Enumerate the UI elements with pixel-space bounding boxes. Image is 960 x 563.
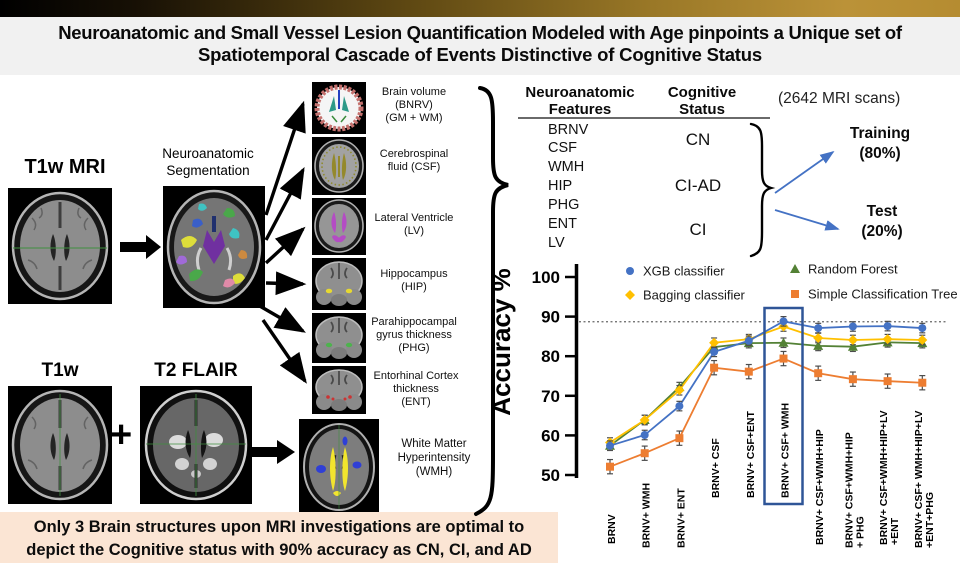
segmentation-label: Neuroanatomic Segmentation [162, 146, 254, 178]
status-cn: CN [685, 130, 711, 149]
feature-item-phg: PHG [548, 197, 580, 213]
features-column-header: Neuroanatomic Features [525, 84, 635, 119]
t2-flair-image [140, 386, 252, 504]
svg-text:Accuracy %: Accuracy % [486, 268, 516, 415]
feature-item-lv: LV [548, 235, 565, 251]
series-xgb-classifier [606, 316, 927, 452]
highlight-box [763, 306, 804, 506]
svg-text:XGB classifier: XGB classifier [643, 264, 725, 279]
feature-item-ent: ENT [548, 216, 577, 232]
svg-text:60: 60 [541, 426, 560, 445]
csf-image [312, 137, 366, 195]
svg-text:BRNV+ CSF+WMH+HIP+LV+ENT: BRNV+ CSF+WMH+HIP+LV+ENT [878, 410, 901, 545]
svg-text:50: 50 [541, 466, 560, 485]
series-bagging-classifier [605, 321, 928, 448]
svg-text:BRNV+ ENT: BRNV+ ENT [675, 488, 687, 548]
t1w-image [8, 386, 112, 504]
feature-item-csf: CSF [548, 140, 577, 156]
ent-image [312, 366, 366, 414]
arrow-t1w-to-seg [120, 235, 161, 259]
bnrv-image [312, 82, 366, 134]
csf-label: Cerebrospinal fluid (CSF) [379, 148, 449, 174]
plus-sign: + [110, 414, 133, 456]
bottom-caption: Only 3 Brain structures upon MRI investi… [0, 512, 558, 563]
wmh-label: White Matter Hyperintensity (WMH) [397, 438, 471, 478]
segmentation-image [163, 186, 265, 308]
svg-text:BRNV+ CSF+ WMH: BRNV+ CSF+ WMH [780, 403, 792, 498]
t1w-label: T1w [41, 360, 79, 381]
t1w-mri-label: T1w MRI [24, 156, 106, 178]
status-ciad: CI-AD [674, 176, 722, 195]
svg-text:Simple Classification Tree: Simple Classification Tree [808, 287, 958, 302]
svg-text:80: 80 [541, 347, 560, 366]
test-split-label: Test (20%) [861, 203, 903, 241]
status-ci: CI [689, 220, 707, 239]
series-simple-classification-tree [606, 350, 927, 475]
svg-text:90: 90 [541, 308, 560, 327]
scans-count-note: (2642 MRI scans) [778, 90, 901, 107]
gold-banner [0, 0, 960, 17]
lv-image [312, 198, 366, 255]
svg-text:100: 100 [532, 268, 560, 287]
ent-label: Entorhinal Cortex thickness (ENT) [373, 370, 459, 409]
title-band: Neuroanatomic and Small Vessel Lesion Qu… [0, 17, 960, 75]
svg-text:BRNV+ WMH: BRNV+ WMH [641, 483, 653, 548]
hip-image [312, 258, 366, 310]
bnrv-label: Brain volume (BNRV) (GM + WM) [381, 86, 447, 125]
phg-label: Parahippocampal gyrus thickness (PHG) [371, 316, 457, 355]
svg-text:Bagging classifier: Bagging classifier [643, 288, 746, 303]
series-random-forest [605, 336, 928, 452]
arrow-t2-to-wmh [252, 440, 295, 464]
phg-image [312, 313, 366, 363]
t2-flair-label: T2 FLAIR [154, 360, 238, 381]
svg-text:BRNV+ CSF+ENT: BRNV+ CSF+ENT [745, 410, 757, 498]
svg-text:BRNV+ CSF+ WMH+HIP+LV+ENT+PHG: BRNV+ CSF+ WMH+HIP+LV+ENT+PHG [913, 411, 936, 549]
training-split-label: Training (80%) [849, 125, 911, 163]
feature-item-wmh: WMH [548, 159, 585, 175]
feature-item-brnv: BRNV [548, 122, 589, 138]
y-axis: 50 60 70 80 90 100 Accuracy % [486, 264, 579, 485]
page-title-line2: Spatiotemporal Cascade of Events Distinc… [198, 44, 762, 65]
svg-text:BRNV: BRNV [606, 514, 618, 544]
t1w-mri-image [8, 188, 112, 304]
svg-text:BRNV+ CSF: BRNV+ CSF [710, 438, 722, 498]
lv-label: Lateral Ventricle (LV) [374, 212, 454, 238]
feature-item-hip: HIP [548, 178, 573, 194]
hip-label: Hippocampus (HIP) [380, 268, 448, 294]
page-title-line1: Neuroanatomic and Small Vessel Lesion Qu… [58, 22, 902, 43]
wmh-image [299, 419, 379, 515]
status-column-header: Cognitive Status [667, 84, 737, 119]
svg-text:BRNV+ CSF+WMH+HIP+ PHG: BRNV+ CSF+WMH+HIP+ PHG [843, 432, 866, 548]
svg-text:70: 70 [541, 387, 560, 406]
arrow-to-test [774, 209, 840, 231]
svg-text:Random Forest: Random Forest [808, 262, 898, 277]
x-axis-labels: BRNV BRNV+ WMH BRNV+ ENT BRNV+ CSF BRNV+ CSF… [606, 403, 936, 548]
status-curly-brace [749, 122, 776, 258]
arrow-to-training [774, 150, 835, 194]
svg-text:BRNV+ CSF+WMH+HIP: BRNV+ CSF+WMH+HIP [814, 429, 826, 545]
